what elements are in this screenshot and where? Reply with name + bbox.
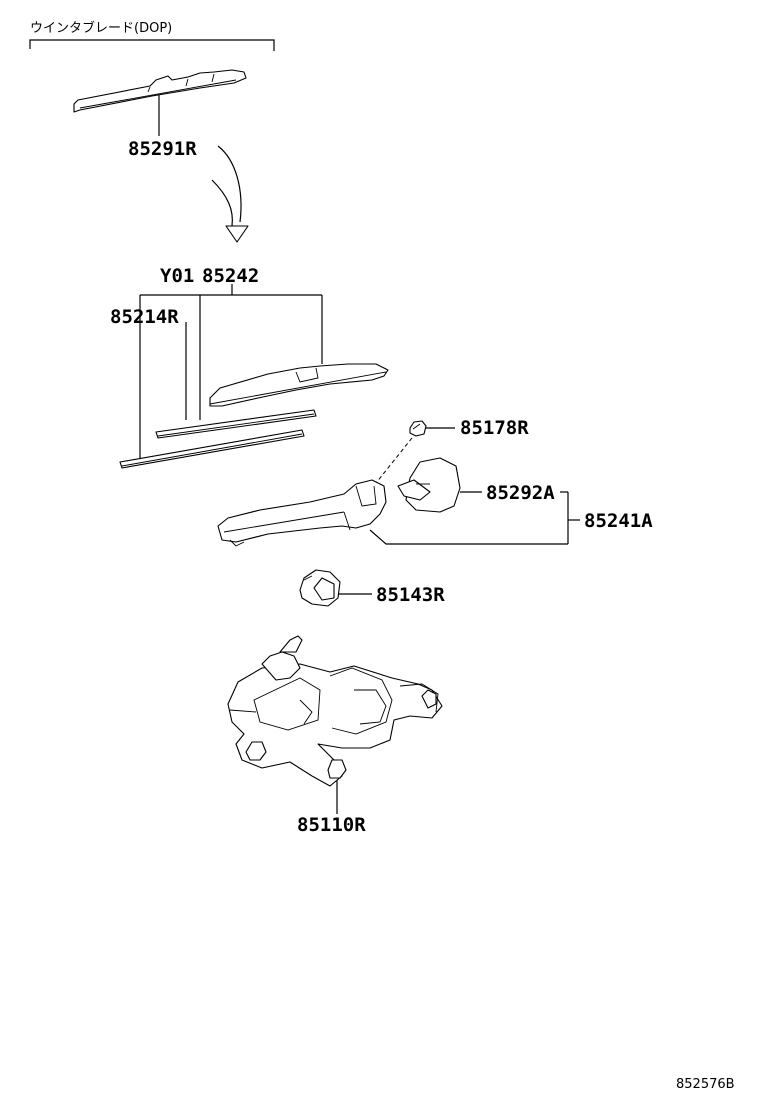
wiper-blade-frame-drawing <box>209 363 389 407</box>
part-label-85110r: 85110R <box>297 814 366 836</box>
wiper-blade-rubber-drawing <box>119 409 317 469</box>
wiper-blade-dop-drawing <box>73 69 247 136</box>
part-label-y01: Y01 <box>160 265 195 287</box>
part-label-85214r: 85214R <box>110 306 179 328</box>
wiper-arm-nut-drawing <box>371 420 455 489</box>
wiper-motor-drawing <box>227 635 443 814</box>
dop-group-bracket <box>29 39 275 51</box>
figure-id: 852576B <box>676 1077 735 1092</box>
part-label-85291r: 85291R <box>128 138 197 160</box>
part-label-85241a: 85241A <box>584 510 653 532</box>
part-label-85143r: 85143R <box>376 584 445 606</box>
part-label-85292a: 85292A <box>486 482 555 504</box>
part-label-85242: 85242 <box>202 265 260 287</box>
wiper-arm-drawing <box>217 479 580 547</box>
dop-group-label: ウインタブレード(DOP) <box>30 21 173 36</box>
wiper-arm-head-cap-drawing <box>397 457 482 513</box>
blade-assembly-bracket <box>139 284 323 458</box>
install-arrow <box>211 145 249 243</box>
part-label-85178r: 85178R <box>460 417 529 439</box>
wiper-pivot-grommet-drawing <box>299 569 372 607</box>
